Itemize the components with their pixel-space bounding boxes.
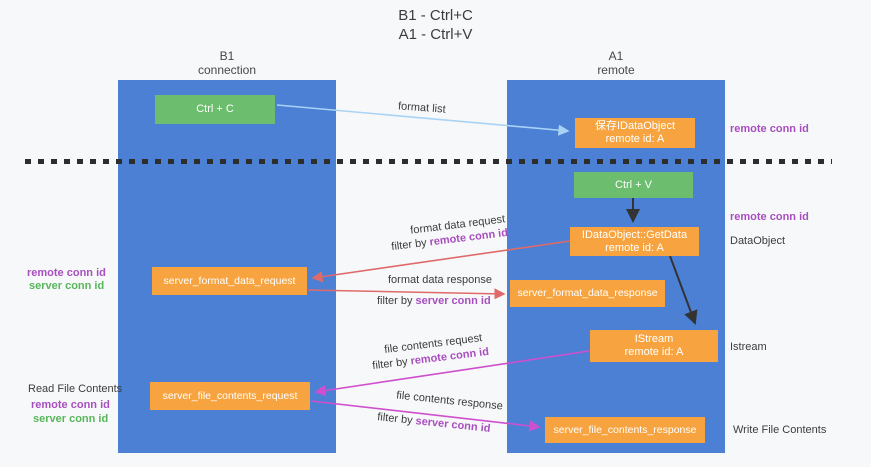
istream-side-label: Istream	[730, 341, 767, 353]
server-format-data-request-label: server_format_data_request	[163, 274, 296, 287]
left-server-conn-id-label-1: server conn id	[29, 280, 105, 292]
getdata-line1: IDataObject::GetData	[581, 228, 688, 241]
istream-line2: remote id: A	[624, 346, 684, 358]
title-line-1: B1 - Ctrl+C	[398, 7, 473, 24]
filter-by-text-2: filter by	[377, 295, 413, 307]
left-column-header: B1 connection	[118, 49, 336, 77]
server-file-contents-request-node: server_file_contents_request	[150, 382, 310, 410]
right-mid-remote-conn-id-label: remote conn id	[730, 211, 809, 223]
title-line-2: A1 - Ctrl+V	[398, 26, 473, 43]
format-list-arrow	[276, 104, 570, 136]
save-idataobject-line2: remote id: A	[605, 133, 665, 145]
right-machine-name: A1	[608, 49, 624, 63]
left-machine-name: B1	[219, 49, 235, 63]
file-contents-request-arrow	[314, 350, 590, 397]
getdata-to-istream-arrow	[669, 255, 698, 325]
right-top-remote-conn-id-label: remote conn id	[730, 123, 809, 135]
phase-divider-dashed-line	[25, 159, 832, 164]
server-format-data-response-label: server_format_data_response	[517, 287, 658, 299]
read-file-contents-label: Read File Contents	[28, 383, 123, 395]
server-file-contents-response-node: server_file_contents_response	[545, 417, 705, 443]
save-idataobject-line1: 保存IDataObject	[594, 120, 676, 132]
format-data-response-label: format data response	[388, 274, 492, 286]
ctrl-c-label: Ctrl + C	[196, 103, 234, 115]
server-file-contents-request-label: server_file_contents_request	[162, 389, 298, 402]
istream-line1: IStream	[634, 333, 674, 345]
idataobject-getdata-node: IDataObject::GetData remote id: A	[570, 227, 699, 256]
dataobject-label: DataObject	[730, 235, 786, 247]
ctrl-v-label: Ctrl + V	[615, 178, 652, 191]
left-remote-conn-id-label-2: remote conn id	[31, 399, 110, 411]
left-server-conn-id-label-2: server conn id	[33, 413, 109, 425]
file-contents-response-arrow	[310, 400, 541, 432]
server-conn-id-filter-2: server conn id	[415, 295, 491, 307]
left-machine-role: connection	[197, 63, 257, 77]
save-idataobject-node: 保存IDataObject remote id: A	[575, 118, 695, 148]
diagram-title: B1 - Ctrl+C A1 - Ctrl+V	[0, 6, 871, 44]
getdata-line2: remote id: A	[605, 241, 664, 254]
right-column-header: A1 remote	[507, 49, 725, 77]
ctrl-c-node: Ctrl + C	[155, 95, 275, 124]
right-machine-role: remote	[597, 63, 635, 77]
server-format-data-request-node: server_format_data_request	[152, 267, 307, 295]
server-file-contents-response-label: server_file_contents_response	[553, 423, 697, 436]
left-remote-conn-id-label-1: remote conn id	[27, 267, 106, 279]
format-data-response-arrow	[307, 288, 506, 300]
istream-node: IStream remote id: A	[590, 330, 718, 362]
format-data-request-arrow	[311, 240, 571, 283]
write-file-contents-label: Write File Contents	[733, 424, 827, 436]
server-format-data-response-node: server_format_data_response	[510, 280, 665, 307]
ctrl-v-node: Ctrl + V	[574, 172, 693, 198]
